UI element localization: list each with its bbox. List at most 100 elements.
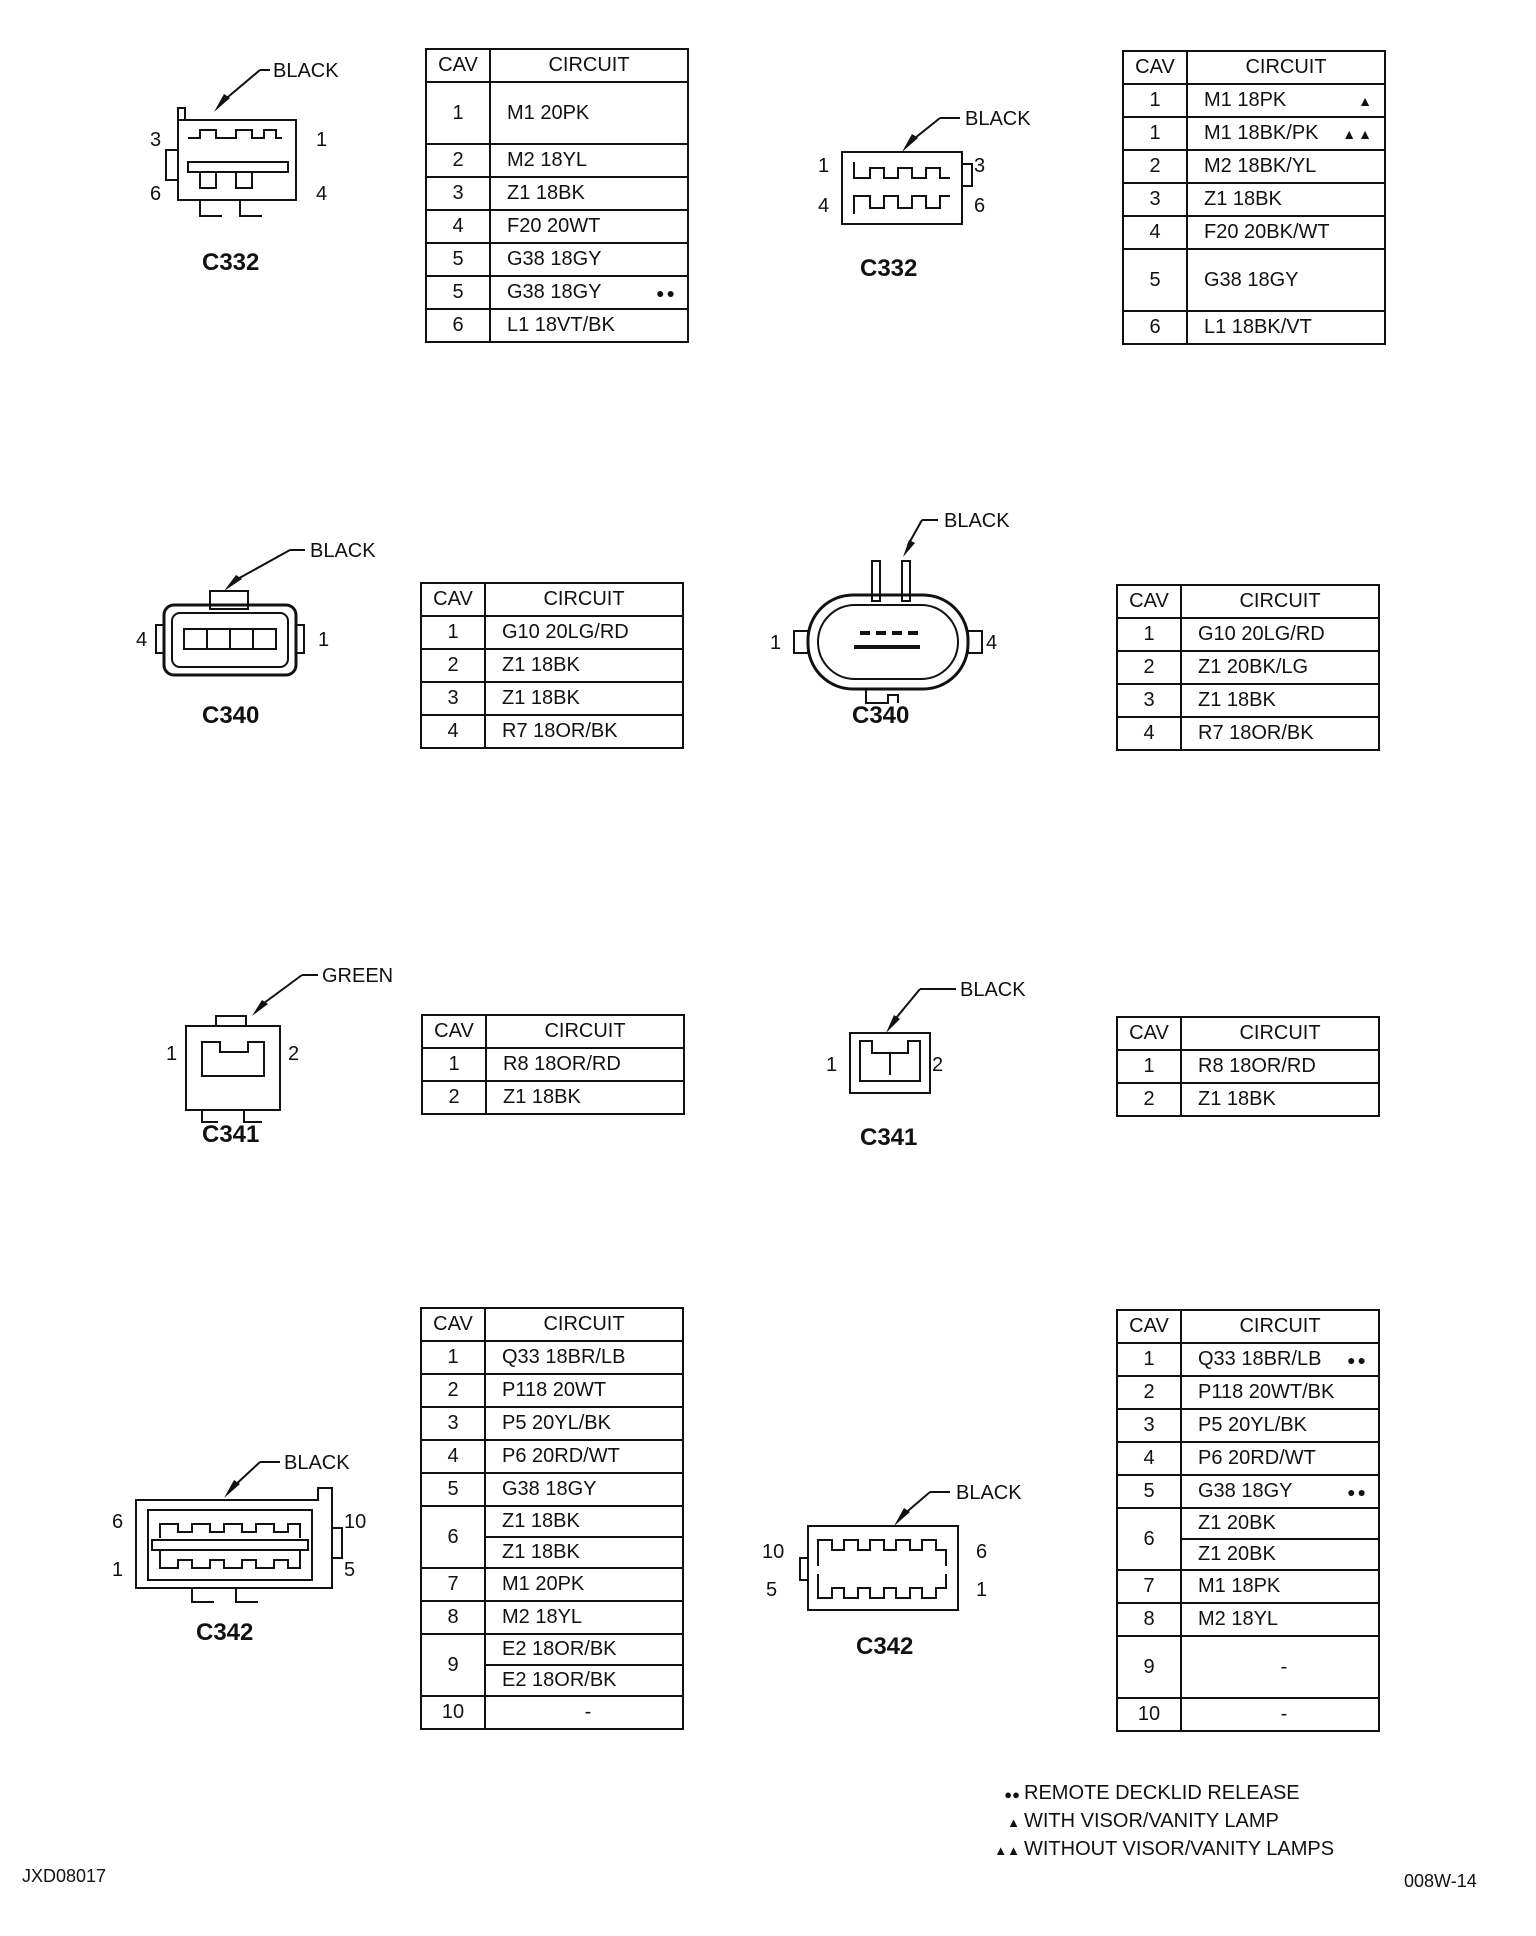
pin-label: 1 bbox=[826, 1054, 837, 1076]
circuit-code: M1 18BK/PK▲▲ bbox=[1186, 116, 1386, 151]
circuit-text: F20 20WT bbox=[507, 215, 601, 237]
circuit-text: M2 18YL bbox=[1198, 1608, 1279, 1630]
footnote-marker-icon: ●● bbox=[1347, 1483, 1368, 1500]
cavity-number: 1 bbox=[420, 615, 486, 650]
circuit-code: R7 18OR/BK bbox=[484, 714, 684, 749]
circuit-text: G38 18GY bbox=[507, 248, 602, 270]
connector-c332-left: BLACK 3 1 6 4 C332 bbox=[140, 50, 360, 280]
cavity-number: 1 bbox=[1122, 116, 1188, 151]
circuit-code: Z1 20BK/LG bbox=[1180, 650, 1380, 685]
legend-text: WITHOUT VISOR/VANITY LAMPS bbox=[1024, 1838, 1335, 1860]
pin-label: 1 bbox=[112, 1559, 123, 1581]
footnote-marker-icon: ▲▲ bbox=[1342, 125, 1374, 142]
circuit-code: R7 18OR/BK bbox=[1180, 716, 1380, 751]
circuit-code: M1 18PK▲ bbox=[1186, 83, 1386, 118]
footnote-marker-icon: ●● bbox=[1347, 1351, 1368, 1368]
figure-code-left: JXD08017 bbox=[22, 1866, 107, 1886]
circuit-code: Z1 18BK bbox=[489, 176, 689, 211]
cav-header: CAV bbox=[1116, 584, 1182, 619]
circuit-text: Z1 18BK bbox=[507, 182, 585, 204]
table-row: 10- bbox=[420, 1695, 684, 1730]
cavity-number: 6 bbox=[425, 308, 491, 343]
cavity-number: 7 bbox=[420, 1567, 486, 1602]
cav-header: CAV bbox=[1116, 1016, 1182, 1051]
circuit-code: R8 18OR/RD bbox=[485, 1047, 685, 1082]
cavity-number: 4 bbox=[1116, 716, 1182, 751]
circuit-text: P118 20WT/BK bbox=[1198, 1381, 1335, 1403]
circuit-code: M1 18PK bbox=[1180, 1569, 1380, 1604]
circuit-code: P5 20YL/BK bbox=[1180, 1408, 1380, 1443]
circuit-code: L1 18BK/VT bbox=[1186, 310, 1386, 345]
circuit-header: CIRCUIT bbox=[1180, 1016, 1380, 1051]
pin-label: 1 bbox=[818, 155, 829, 177]
cavity-number: 2 bbox=[1116, 1082, 1182, 1117]
circuit-code: Q33 18BR/LB●● bbox=[1180, 1342, 1380, 1377]
table-row: 9- bbox=[1116, 1635, 1380, 1699]
circuit-text: M1 20PK bbox=[502, 1573, 585, 1595]
circuit-code: - bbox=[1180, 1635, 1380, 1699]
circuit-code: Z1 18BK bbox=[1180, 683, 1380, 718]
circuit-text: Z1 18BK bbox=[503, 1086, 581, 1108]
circuit-code: Z1 18BK bbox=[1180, 1082, 1380, 1117]
pin-label: 4 bbox=[818, 195, 829, 217]
legend-text: REMOTE DECKLID RELEASE bbox=[1024, 1782, 1300, 1804]
circuit-header: CIRCUIT bbox=[1180, 584, 1380, 619]
pin-label: 6 bbox=[974, 195, 985, 217]
circuit-code: M2 18YL bbox=[489, 143, 689, 178]
circuit-text: P5 20YL/BK bbox=[502, 1412, 611, 1434]
cavity-number: 1 bbox=[420, 1340, 486, 1375]
circuit-text: Z1 18BK bbox=[486, 1536, 682, 1567]
legend-item: ▲▲WITHOUT VISOR/VANITY LAMPS bbox=[990, 1836, 1334, 1864]
circuit-code: G38 18GY●● bbox=[1180, 1474, 1380, 1509]
triangle-symbol-icon: ▲ bbox=[1007, 1815, 1020, 1830]
table-row: 7 M1 20PK bbox=[420, 1567, 684, 1602]
circuit-text: G38 18GY bbox=[1204, 268, 1299, 291]
circuit-text: - bbox=[1280, 1703, 1288, 1725]
circuit-code: G10 20LG/RD bbox=[1180, 617, 1380, 652]
cavity-number: 1 bbox=[1116, 1049, 1182, 1084]
circuit-text: Z1 20BK bbox=[1198, 1512, 1276, 1534]
pin-label: 2 bbox=[288, 1043, 299, 1065]
cav-header: CAV bbox=[1122, 50, 1188, 85]
cavity-number: 1 bbox=[421, 1047, 487, 1082]
pin-label: 1 bbox=[318, 629, 329, 651]
circuit-header: CIRCUIT bbox=[1180, 1309, 1380, 1344]
connector-color-label: BLACK bbox=[944, 510, 1010, 532]
circuit-text: R7 18OR/BK bbox=[1198, 722, 1314, 744]
circuit-code: Z1 18BK bbox=[484, 648, 684, 683]
connector-c341-right: BLACK 1 2 C341 bbox=[820, 975, 1040, 1155]
circuit-code: G38 18GY bbox=[1186, 248, 1386, 312]
cavity-number: 4 bbox=[1116, 1441, 1182, 1476]
cavity-number: 10 bbox=[1116, 1697, 1182, 1732]
cavity-number: 3 bbox=[425, 176, 491, 211]
circuit-code: M2 18BK/YL bbox=[1186, 149, 1386, 184]
circuit-text: Z1 18BK bbox=[502, 687, 580, 709]
cavity-number: 2 bbox=[1116, 1375, 1182, 1410]
circuit-code: G38 18GY●● bbox=[489, 275, 689, 310]
cavity-number: 4 bbox=[425, 209, 491, 244]
table-row: 3 Z1 18BK bbox=[425, 176, 689, 211]
legend-item: ●●REMOTE DECKLID RELEASE bbox=[990, 1780, 1334, 1808]
circuit-text: Z1 20BK/LG bbox=[1198, 656, 1309, 678]
circuit-header: CIRCUIT bbox=[489, 48, 689, 83]
connector-name: C340 bbox=[202, 702, 259, 729]
figure-code-right: 008W-14 bbox=[1404, 1871, 1477, 1891]
